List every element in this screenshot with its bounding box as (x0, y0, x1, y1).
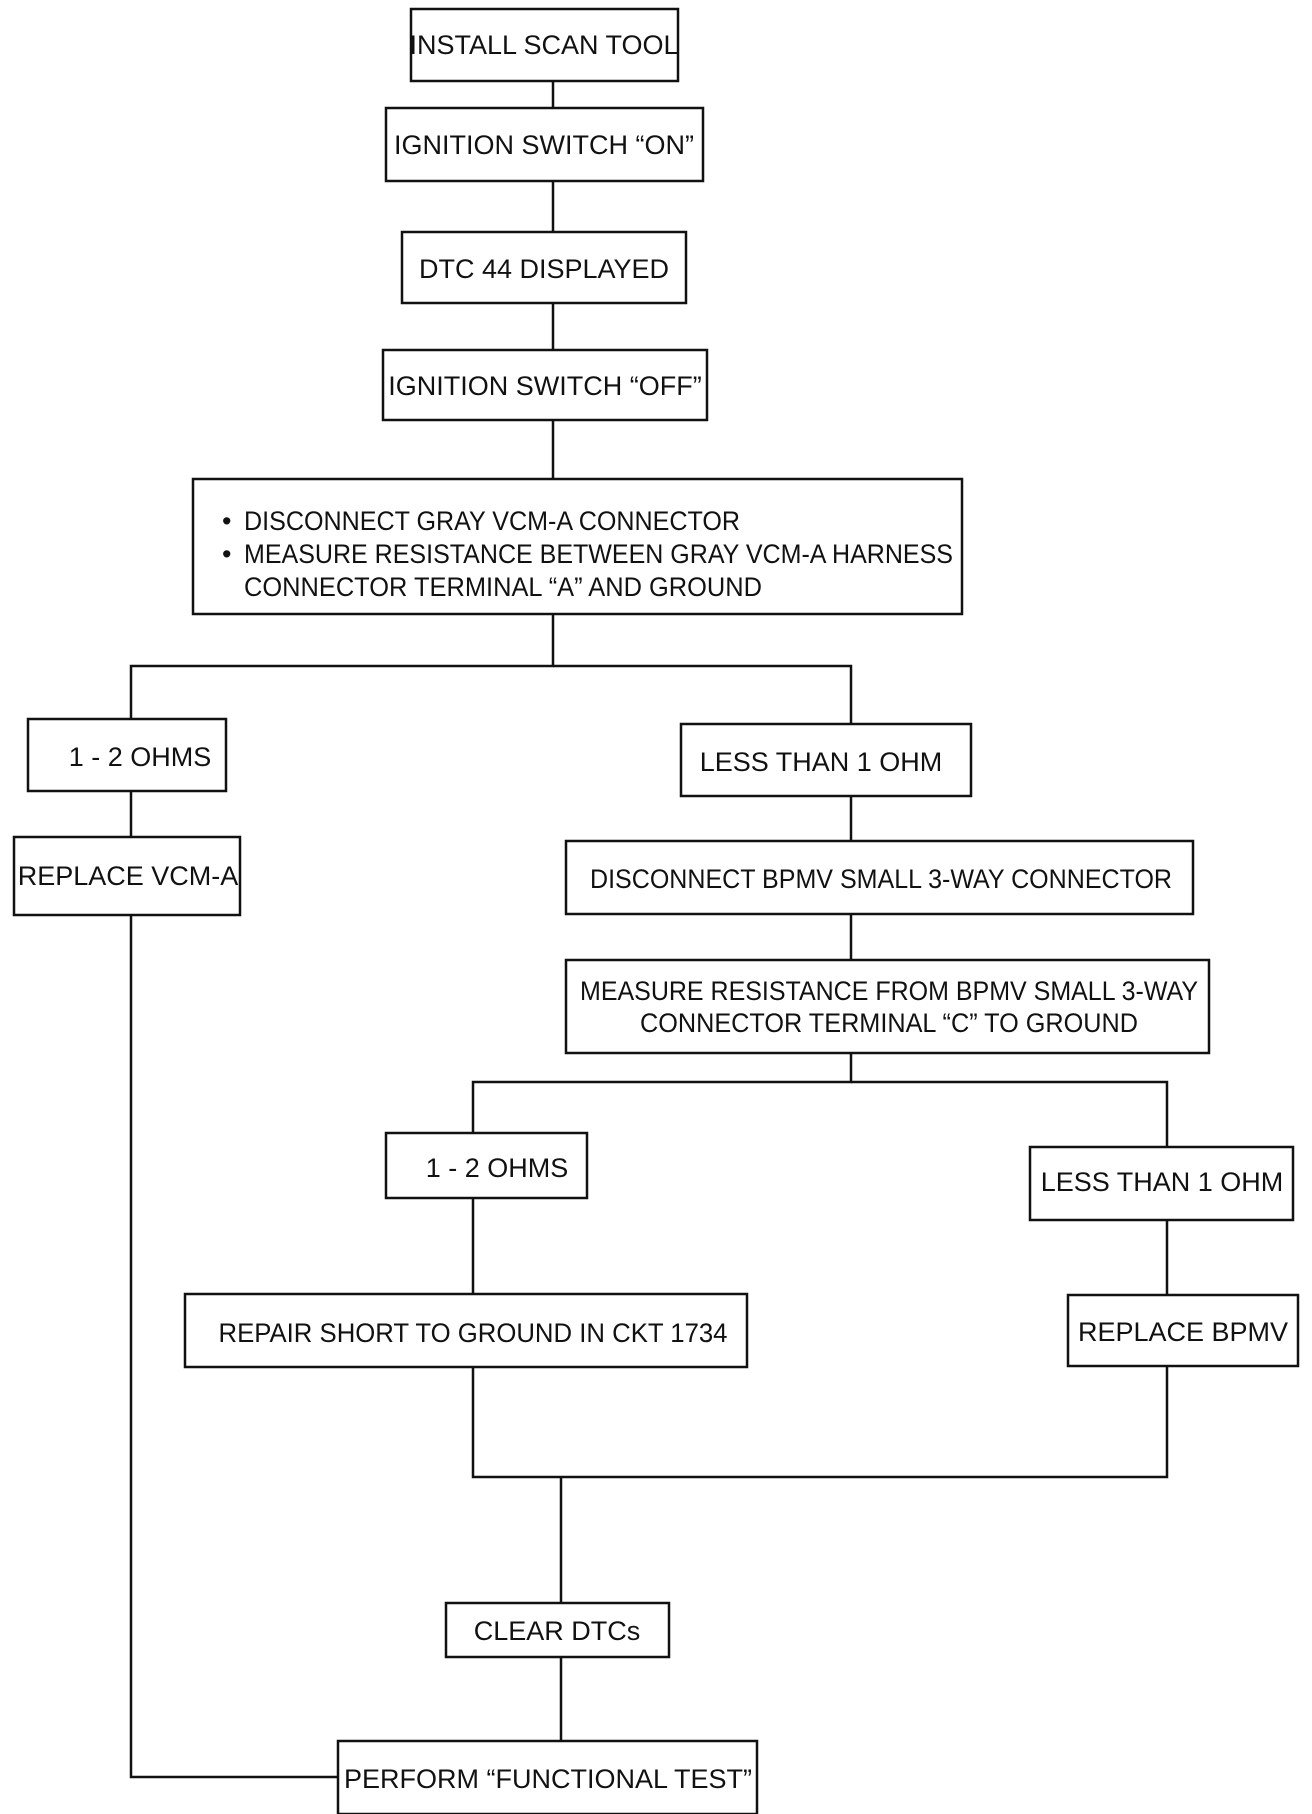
connector-measure-split-right (851, 1080, 1169, 1147)
replace-vcm-a-step: REPLACE VCM-A (12, 835, 242, 917)
connector-measure-split (471, 1053, 853, 1133)
measure-bpmv-step: MEASURE RESISTANCE FROM BPMV SMALL 3-WAY… (564, 958, 1211, 1055)
ignition-on-label: IGNITION SWITCH “ON” (394, 130, 694, 160)
dtc-44-displayed-step: DTC 44 DISPLAYED (400, 230, 688, 305)
result-less-than-1-ohm-b: LESS THAN 1 OHM (1028, 1145, 1295, 1222)
replace-vcm-a-label: REPLACE VCM-A (18, 861, 239, 891)
result-less-than-1-ohm-a: LESS THAN 1 OHM (679, 722, 973, 798)
connector-split-right (553, 664, 853, 724)
repair-short-step: REPAIR SHORT TO GROUND IN CKT 1734 (183, 1292, 749, 1369)
result-less-than-1-ohm-b-label: LESS THAN 1 OHM (1041, 1167, 1284, 1197)
measure-bpmv-line-2: CONNECTOR TERMINAL “C” TO GROUND (640, 1008, 1138, 1038)
vcm-check-line-3: CONNECTOR TERMINAL “A” AND GROUND (244, 572, 762, 602)
connector-vcm-check-split (129, 614, 555, 719)
result-1-2-ohms-b-label: 1 - 2 OHMS (426, 1153, 569, 1183)
ignition-off-label: IGNITION SWITCH “OFF” (388, 371, 701, 401)
perform-functional-test-label: PERFORM “FUNCTIONAL TEST” (344, 1764, 752, 1794)
clear-dtcs-step: CLEAR DTCs (444, 1601, 671, 1659)
connector-repair-to-merge (471, 1366, 1169, 1479)
measure-bpmv-line-1: MEASURE RESISTANCE FROM BPMV SMALL 3-WAY (580, 976, 1198, 1006)
vcm-check-line-1: DISCONNECT GRAY VCM-A CONNECTOR (244, 506, 740, 536)
repair-short-label: REPAIR SHORT TO GROUND IN CKT 1734 (219, 1318, 728, 1348)
vcm-check-line-2: MEASURE RESISTANCE BETWEEN GRAY VCM-A HA… (244, 539, 953, 569)
install-scan-tool-label: INSTALL SCAN TOOL (409, 30, 678, 60)
disconnect-bpmv-label: DISCONNECT BPMV SMALL 3-WAY CONNECTOR (590, 864, 1172, 894)
vcm-check-bullet-1: • (222, 506, 231, 536)
disconnect-bpmv-step: DISCONNECT BPMV SMALL 3-WAY CONNECTOR (564, 839, 1195, 916)
perform-functional-test-step: PERFORM “FUNCTIONAL TEST” (336, 1739, 759, 1814)
vcm-check-bullet-2: • (222, 539, 231, 569)
result-1-2-ohms-a-label: 1 - 2 OHMS (69, 742, 212, 772)
result-1-2-ohms-b: 1 - 2 OHMS (384, 1131, 589, 1200)
clear-dtcs-label: CLEAR DTCs (474, 1616, 641, 1646)
flow-connectors (129, 81, 1169, 1779)
replace-bpmv-label: REPLACE BPMV (1078, 1317, 1288, 1347)
result-1-2-ohms-a: 1 - 2 OHMS (26, 717, 228, 793)
install-scan-tool-step: INSTALL SCAN TOOL (409, 7, 680, 83)
ignition-on-step: IGNITION SWITCH “ON” (384, 106, 705, 183)
replace-bpmv-step: REPLACE BPMV (1066, 1293, 1300, 1368)
result-less-than-1-ohm-a-label: LESS THAN 1 OHM (700, 747, 943, 777)
connector-replace-vcm-to-test (129, 915, 338, 1779)
dtc-44-displayed-label: DTC 44 DISPLAYED (419, 254, 669, 284)
vcm-check-step: • DISCONNECT GRAY VCM-A CONNECTOR • MEAS… (191, 477, 964, 616)
ignition-off-step: IGNITION SWITCH “OFF” (381, 348, 709, 422)
